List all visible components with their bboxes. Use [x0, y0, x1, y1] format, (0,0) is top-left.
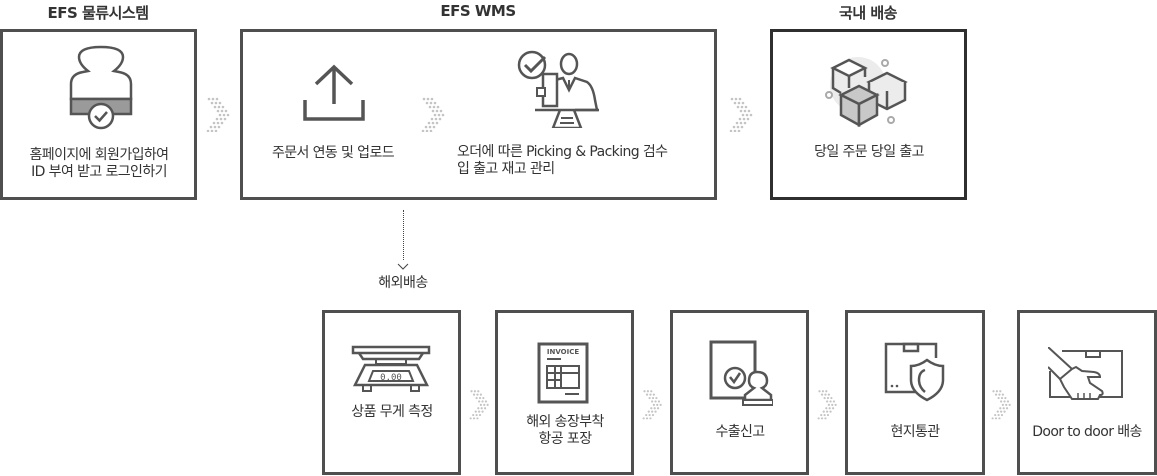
step-box-weigh — [322, 310, 461, 475]
step-label-line: 당일 주문 당일 출고 — [814, 144, 924, 160]
section-title-efs-wms: EFS WMS — [440, 2, 516, 20]
step-label-line: 오더에 따른 Picking & Packing 검수 — [457, 144, 668, 160]
step-label-line: 홈페이지에 회원가입하여 — [29, 147, 170, 163]
invoice-title: INVOICE — [547, 348, 579, 356]
step-label-export-declaration: 수출신고 — [673, 424, 807, 441]
arrow-down-icon — [397, 256, 409, 275]
connector-line — [403, 210, 404, 260]
step-label-same-day: 당일 주문 당일 출고 — [774, 144, 964, 161]
step-label-invoice: 해외 송장부착 항공 포장 — [498, 414, 632, 448]
step-label-line: Door to door 배송 — [1032, 424, 1142, 440]
inspector-check-icon — [515, 50, 605, 128]
step-label-customs: 현지통관 — [848, 424, 982, 441]
step-label-picking-packing: 오더에 따른 Picking & Packing 검수 입 출고 재고 관리 — [457, 144, 668, 178]
step-label-line: ID 부여 받고 로그인하기 — [31, 164, 167, 180]
scale-icon: 0.00 — [351, 345, 431, 395]
step-label-line: 상품 무게 측정 — [351, 404, 433, 420]
boxes-icon — [823, 55, 913, 130]
upload-icon — [302, 64, 366, 122]
chevron-right-icon — [205, 96, 233, 133]
step-box-wms — [240, 29, 717, 200]
step-label-line: 주문서 연동 및 업로드 — [271, 145, 395, 161]
step-label-order-upload: 주문서 연동 및 업로드 — [248, 145, 418, 162]
step-label-weigh: 상품 무게 측정 — [325, 404, 459, 421]
user-check-icon — [66, 44, 136, 134]
chevron-right-icon — [641, 389, 665, 420]
chevron-right-icon — [468, 389, 492, 420]
step-label-line: 수출신고 — [715, 424, 765, 440]
section-title-efs-system: EFS 물류시스템 — [47, 4, 149, 22]
step-box-customs — [845, 310, 985, 475]
chevron-right-icon — [420, 96, 448, 133]
hand-delivery-icon — [1048, 347, 1130, 407]
step-label-line: 입 출고 재고 관리 — [457, 161, 555, 177]
step-label-line: 현지통관 — [890, 424, 940, 440]
box-shield-icon — [884, 342, 946, 402]
chevron-right-icon — [816, 389, 840, 420]
section-title-domestic: 국내 배송 — [839, 4, 897, 22]
scale-display: 0.00 — [380, 373, 402, 383]
invoice-icon: INVOICE — [537, 342, 589, 404]
stamp-document-icon — [709, 340, 773, 406]
chevron-right-icon — [728, 96, 756, 133]
step-label-door-to-door: Door to door 배송 — [1020, 424, 1154, 441]
step-label-line: 해외 송장부착 — [526, 414, 604, 430]
section-title-overseas: 해외배송 — [378, 275, 428, 291]
step-label-line: 항공 포장 — [538, 431, 593, 447]
step-label-signup: 홈페이지에 회원가입하여 ID 부여 받고 로그인하기 — [4, 147, 194, 181]
chevron-right-icon — [990, 389, 1014, 420]
